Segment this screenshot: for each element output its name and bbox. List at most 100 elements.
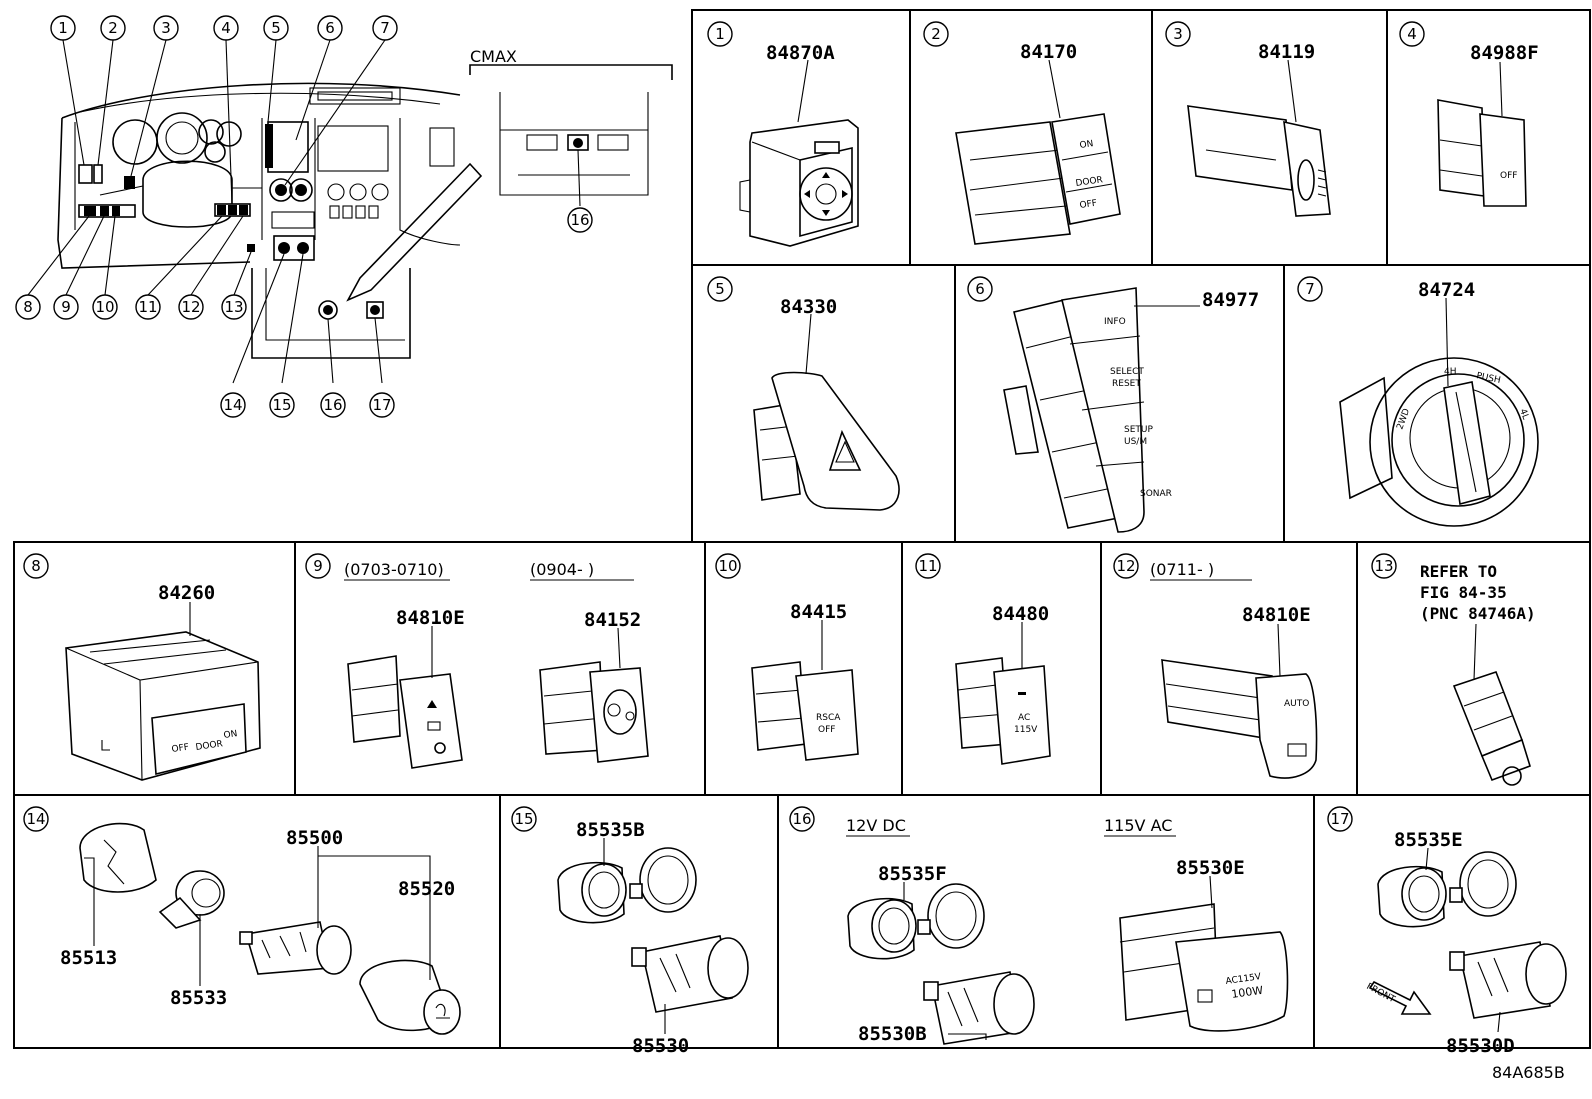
label-12v-dc: 12V DC xyxy=(846,816,906,835)
svg-text:4H: 4H xyxy=(1444,367,1457,377)
overview-callout-4: 4 xyxy=(213,15,239,41)
svg-text:115V: 115V xyxy=(1014,725,1038,735)
svg-text:INFO: INFO xyxy=(1104,317,1126,327)
cell-callout-12: 12 xyxy=(1113,553,1139,579)
pnc-84119: 84119 xyxy=(1258,41,1315,63)
part-84977-illustration xyxy=(1003,287,1145,533)
overview-callout-9: 9 xyxy=(53,294,79,320)
overview-callout-16: 16 xyxy=(320,392,346,418)
part-85530-illustration xyxy=(631,935,749,1013)
cell-callout-16-number: 16 xyxy=(792,810,811,828)
cell-callout-16: 16 xyxy=(789,806,815,832)
dashboard-overview: CMAX xyxy=(57,47,673,359)
pnc-85513: 85513 xyxy=(60,947,117,969)
cell-callout-3-number: 3 xyxy=(1173,25,1183,43)
overview-callout-16-number: 16 xyxy=(323,396,342,414)
svg-text:US/M: US/M xyxy=(1124,437,1147,447)
svg-text:SONAR: SONAR xyxy=(1140,489,1172,499)
pnc-84988f: 84988F xyxy=(1470,42,1539,64)
overview-callout-11: 11 xyxy=(135,294,161,320)
cell-callout-6: 6 xyxy=(967,276,993,302)
cell-callout-1: 1 xyxy=(707,21,733,47)
part-84480-illustration xyxy=(955,657,1051,765)
pnc-84724: 84724 xyxy=(1418,279,1475,301)
cell-callout-10: 10 xyxy=(715,553,741,579)
overview-callout-3: 3 xyxy=(153,15,179,41)
cell-callout-11: 11 xyxy=(915,553,941,579)
part-85535b-illustration xyxy=(557,847,697,924)
svg-text:4L: 4L xyxy=(1517,408,1530,422)
svg-text:ON: ON xyxy=(1079,139,1094,151)
part-84810e-2-illustration xyxy=(1161,659,1318,779)
cell-callout-14-number: 14 xyxy=(26,810,45,828)
part-85533-illustration xyxy=(158,870,225,929)
svg-text:AUTO: AUTO xyxy=(1284,699,1309,709)
part-84870a-illustration xyxy=(739,119,859,247)
overview-callout-8-number: 8 xyxy=(23,298,33,316)
cell-callout-17: 17 xyxy=(1327,806,1353,832)
cmax-callout-16-number: 16 xyxy=(570,211,589,229)
overview-callout-10-number: 10 xyxy=(95,298,114,316)
cell-callout-5-number: 5 xyxy=(715,280,725,298)
cell-callout-6-number: 6 xyxy=(975,280,985,298)
part-85500-illustration xyxy=(239,921,352,975)
pnc-85535b: 85535B xyxy=(576,819,645,841)
part-85535f-illustration xyxy=(847,883,985,960)
overview-callout-3-number: 3 xyxy=(161,19,171,37)
part-84260-illustration xyxy=(65,631,261,781)
cell-callout-8-number: 8 xyxy=(31,557,41,575)
cell-callout-9-number: 9 xyxy=(313,557,323,575)
svg-text:OFF: OFF xyxy=(818,725,835,735)
pnc-84330: 84330 xyxy=(780,296,837,318)
overview-callout-12: 12 xyxy=(178,294,204,320)
part-84988f-illustration xyxy=(1437,99,1527,207)
range-0904: (0904- ) xyxy=(530,560,594,579)
overview-callout-7-number: 7 xyxy=(380,19,390,37)
overview-callout-6: 6 xyxy=(317,15,343,41)
cell-callout-15-number: 15 xyxy=(514,810,533,828)
svg-text:OFF: OFF xyxy=(1500,171,1517,181)
cell-callout-17-number: 17 xyxy=(1330,810,1349,828)
part-84746a-illustration xyxy=(1452,670,1531,786)
svg-text:OFF: OFF xyxy=(1079,199,1098,211)
cell-callout-7: 7 xyxy=(1297,276,1323,302)
part-85530e-illustration xyxy=(1119,903,1289,1032)
pnc-85530d: 85530D xyxy=(1446,1035,1515,1057)
cmax-label: CMAX xyxy=(470,47,517,66)
part-84119-illustration xyxy=(1187,105,1331,217)
overview-callout-5: 5 xyxy=(263,15,289,41)
svg-text:AC: AC xyxy=(1018,713,1030,723)
cell-callout-2-number: 2 xyxy=(931,25,941,43)
cell-callout-2: 2 xyxy=(923,21,949,47)
part-85520-illustration xyxy=(359,959,461,1035)
refer-line-1: REFER TO xyxy=(1420,562,1497,581)
svg-text:ON: ON xyxy=(223,729,238,741)
cell-callout-13-number: 13 xyxy=(1374,557,1393,575)
pnc-85530e: 85530E xyxy=(1176,857,1245,879)
refer-line-2: FIG 84-35 xyxy=(1420,583,1507,602)
part-84152-illustration xyxy=(539,661,649,763)
cell-callout-1-number: 1 xyxy=(715,25,725,43)
overview-callout-5-number: 5 xyxy=(271,19,281,37)
pnc-85530: 85530 xyxy=(632,1035,689,1057)
overview-callout-14-number: 14 xyxy=(223,396,242,414)
svg-text:100W: 100W xyxy=(1231,984,1264,1001)
overview-callout-10: 10 xyxy=(92,294,118,320)
pnc-84260: 84260 xyxy=(158,582,215,604)
pnc-85533: 85533 xyxy=(170,987,227,1009)
pnc-84810e: 84810E xyxy=(396,607,465,629)
pnc-84870a: 84870A xyxy=(766,42,835,64)
cell-callout-15: 15 xyxy=(511,806,537,832)
pnc-84170: 84170 xyxy=(1020,41,1077,63)
svg-text:RSCA: RSCA xyxy=(816,713,841,723)
figure-id: 84A685B xyxy=(1492,1063,1565,1082)
range-0703-0710: (0703-0710) xyxy=(344,560,444,579)
pnc-85535e: 85535E xyxy=(1394,829,1463,851)
cell-callout-11-number: 11 xyxy=(918,557,937,575)
pnc-85520: 85520 xyxy=(398,878,455,900)
overview-callout-2-number: 2 xyxy=(108,19,118,37)
part-84170-illustration xyxy=(955,113,1121,245)
pnc-84415: 84415 xyxy=(790,601,847,623)
